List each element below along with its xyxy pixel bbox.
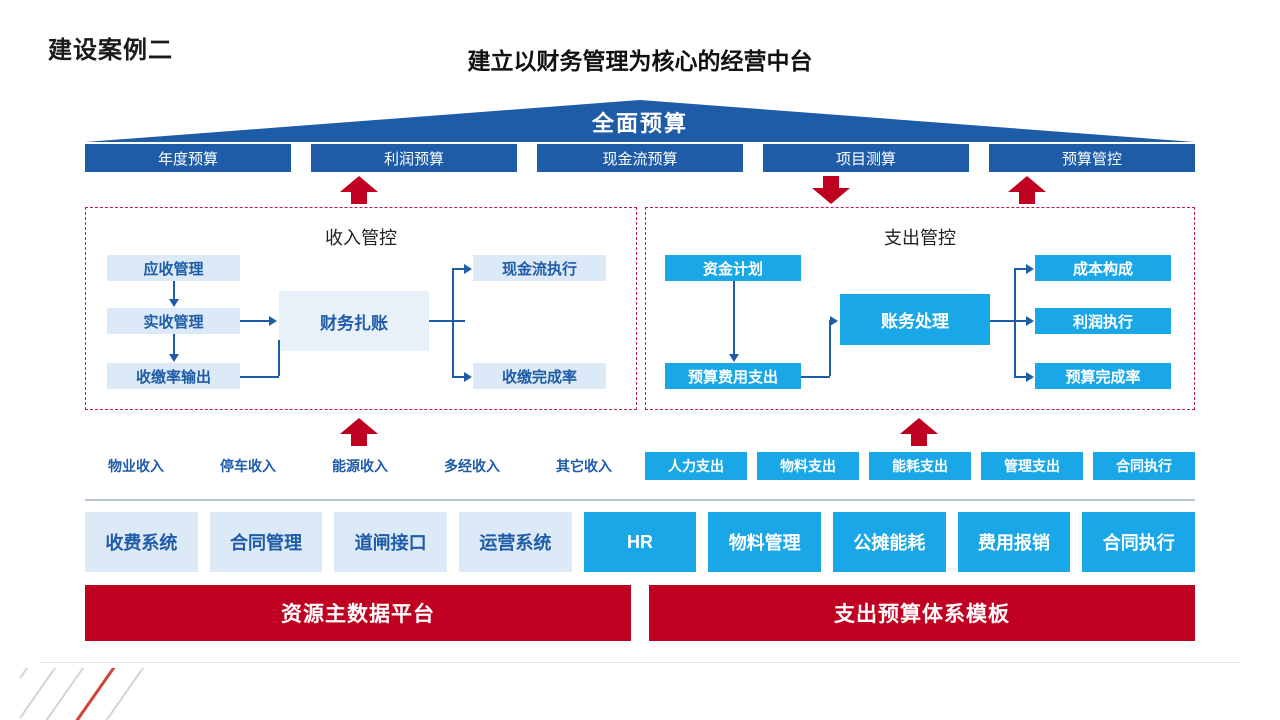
- system-gate-interface[interactable]: 道闸接口: [334, 512, 448, 572]
- node-collection-rate-output[interactable]: 收缴率输出: [107, 363, 240, 389]
- system-operations[interactable]: 运营系统: [459, 512, 572, 572]
- red-down-arrow-budget-to-expense: [812, 176, 850, 204]
- red-up-arrow-expense-to-budget: [1008, 176, 1046, 204]
- chip-diversified-income[interactable]: 多经收入: [421, 452, 523, 480]
- connector-to-budget-complete: [1014, 376, 1027, 378]
- connector-received-to-reconcile: [240, 320, 270, 322]
- system-hr[interactable]: HR: [583, 512, 697, 572]
- chip-labor-expense[interactable]: 人力支出: [645, 452, 747, 480]
- budget-box-project[interactable]: 项目测算: [763, 144, 969, 172]
- page-title: 建立以财务管理为核心的经营中台: [467, 48, 813, 74]
- connector-received-to-rate: [173, 334, 175, 355]
- expense-control-panel: 支出管控: [645, 207, 1195, 410]
- node-cost-structure[interactable]: 成本构成: [1035, 255, 1171, 281]
- arrowhead-fund-to-budget-expense: [729, 354, 739, 362]
- red-up-arrow-expense-sources: [900, 418, 938, 446]
- chip-energy-expense[interactable]: 能耗支出: [869, 452, 971, 480]
- node-budget-completion-rate[interactable]: 预算完成率: [1035, 363, 1171, 389]
- connector-to-collection-complete: [452, 376, 465, 378]
- system-shared-energy[interactable]: 公摊能耗: [833, 512, 946, 572]
- budget-box-profit[interactable]: 利润预算: [311, 144, 517, 172]
- chip-energy-income[interactable]: 能源收入: [309, 452, 411, 480]
- arrowhead-to-collection-complete: [464, 372, 472, 382]
- system-contract-management[interactable]: 合同管理: [209, 512, 323, 572]
- budget-box-row: 年度预算 利润预算 现金流预算 项目测算 预算管控: [85, 144, 1195, 172]
- footer-decoration: [20, 668, 240, 720]
- connector-rate-to-reconcile-v: [278, 340, 280, 376]
- banner-label: 全面预算: [591, 111, 688, 136]
- arrowhead-receivable-to-received: [169, 299, 179, 307]
- red-up-arrow-income-sources: [340, 418, 378, 446]
- arrowhead-to-profit-exec: [1026, 316, 1034, 326]
- arrowhead-received-to-reconcile: [269, 316, 277, 326]
- arrowhead-received-to-rate: [169, 354, 179, 362]
- chip-material-expense[interactable]: 物料支出: [757, 452, 859, 480]
- arrowhead-to-cashflow: [464, 264, 472, 274]
- budget-box-cashflow[interactable]: 现金流预算: [537, 144, 743, 172]
- case-label: 建设案例二: [48, 37, 173, 64]
- node-collection-completion-rate[interactable]: 收缴完成率: [473, 363, 606, 389]
- budget-box-annual[interactable]: 年度预算: [85, 144, 291, 172]
- system-material-management[interactable]: 物料管理: [708, 512, 822, 572]
- full-budget-banner: 全面预算: [85, 100, 1195, 142]
- node-profit-execution[interactable]: 利润执行: [1035, 308, 1171, 334]
- node-cashflow-execution[interactable]: 现金流执行: [473, 255, 606, 281]
- footer-divider: [40, 662, 1240, 663]
- system-contract-execution[interactable]: 合同执行: [1082, 512, 1196, 572]
- red-up-arrow-income-to-budget: [340, 176, 378, 204]
- income-panel-title: 收入管控: [325, 228, 397, 248]
- connector-receivable-to-received: [173, 281, 175, 300]
- budget-box-control[interactable]: 预算管控: [989, 144, 1195, 172]
- platform-expense-budget-template[interactable]: 支出预算体系模板: [649, 585, 1195, 641]
- system-expense-reimbursement[interactable]: 费用报销: [957, 512, 1071, 572]
- system-row: 收费系统 合同管理 道闸接口 运营系统 HR 物料管理 公摊能耗 费用报销 合同…: [85, 512, 1196, 572]
- platform-row: 资源主数据平台 支出预算体系模板: [85, 585, 1195, 641]
- node-accounting-processing[interactable]: 账务处理: [840, 294, 990, 345]
- arrowhead-to-accounting: [830, 316, 838, 326]
- chip-management-expense[interactable]: 管理支出: [981, 452, 1083, 480]
- expense-panel-title: 支出管控: [884, 228, 956, 248]
- node-budget-expense[interactable]: 预算费用支出: [665, 363, 801, 389]
- node-receivable-management[interactable]: 应收管理: [107, 255, 240, 281]
- connector-reconcile-out-h: [429, 320, 465, 322]
- chip-other-income[interactable]: 其它收入: [533, 452, 635, 480]
- system-charging[interactable]: 收费系统: [85, 512, 198, 572]
- chip-property-income[interactable]: 物业收入: [85, 452, 187, 480]
- section-divider: [85, 499, 1195, 501]
- connector-rate-to-reconcile-h: [240, 376, 279, 378]
- node-fund-plan[interactable]: 资金计划: [665, 255, 801, 281]
- connector-to-cost-structure: [1014, 268, 1027, 270]
- connector-reconcile-out-v: [452, 268, 454, 376]
- platform-resource-master-data[interactable]: 资源主数据平台: [85, 585, 631, 641]
- connector-budget-expense-to-accounting-h: [801, 376, 830, 378]
- source-chip-row: 物业收入 停车收入 能源收入 多经收入 其它收入 人力支出 物料支出 能耗支出 …: [85, 452, 1195, 480]
- chip-parking-income[interactable]: 停车收入: [197, 452, 299, 480]
- connector-fund-to-budget-expense: [733, 281, 735, 355]
- income-control-panel: 收入管控: [85, 207, 637, 410]
- connector-accounting-out-h: [990, 320, 1015, 322]
- chip-contract-execution[interactable]: 合同执行: [1093, 452, 1195, 480]
- connector-to-profit-exec: [1014, 320, 1027, 322]
- connector-to-cashflow: [452, 268, 465, 270]
- connector-budget-expense-to-accounting-v: [829, 320, 831, 376]
- node-received-management[interactable]: 实收管理: [107, 308, 240, 334]
- node-financial-reconciliation[interactable]: 财务扎账: [279, 291, 429, 351]
- arrowhead-to-cost-structure: [1026, 264, 1034, 274]
- arrowhead-to-budget-complete: [1026, 372, 1034, 382]
- connector-accounting-out-v: [1014, 268, 1016, 376]
